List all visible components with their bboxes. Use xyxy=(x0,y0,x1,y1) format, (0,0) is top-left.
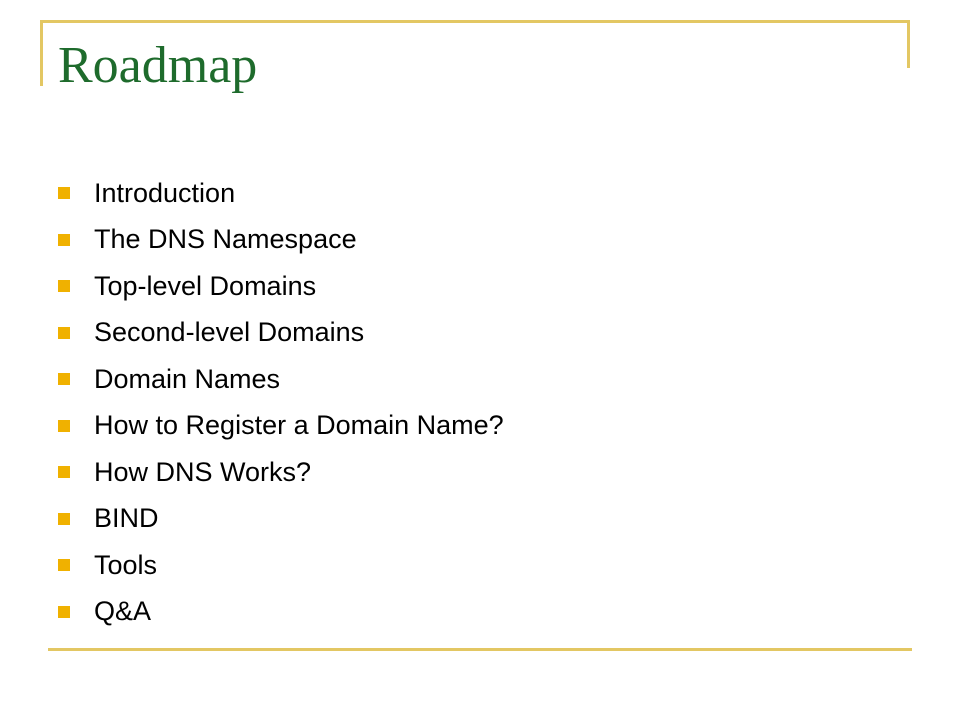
frame-line-left xyxy=(40,20,43,86)
bullet-item-domain-names: Domain Names xyxy=(58,356,504,403)
square-bullet-icon xyxy=(58,233,70,246)
square-bullet-icon xyxy=(58,559,70,572)
bullet-text: Second-level Domains xyxy=(94,317,365,348)
bullet-text: How DNS Works? xyxy=(94,456,312,487)
square-bullet-icon xyxy=(58,326,70,339)
bullet-text: How to Register a Domain Name? xyxy=(94,410,504,441)
bullet-text: Tools xyxy=(94,549,158,580)
bullet-item-dns-namespace: The DNS Namespace xyxy=(58,217,504,264)
bullet-item-bind: BIND xyxy=(58,496,504,543)
bullet-item-how-dns-works: How DNS Works? xyxy=(58,449,504,496)
bullet-text: The DNS Namespace xyxy=(94,224,357,255)
bullet-text: Q&A xyxy=(94,596,152,627)
square-bullet-icon xyxy=(58,373,70,386)
bullet-text: Introduction xyxy=(94,177,236,208)
bullet-text: BIND xyxy=(94,503,159,534)
square-bullet-icon xyxy=(58,280,70,293)
bullet-item-tools: Tools xyxy=(58,542,504,589)
bullet-item-qa: Q&A xyxy=(58,589,504,636)
square-bullet-icon xyxy=(58,512,70,525)
bullet-item-top-level-domains: Top-level Domains xyxy=(58,263,504,310)
bullet-item-register-domain: How to Register a Domain Name? xyxy=(58,403,504,450)
frame-line-top xyxy=(40,20,910,23)
frame-line-right xyxy=(907,20,910,68)
square-bullet-icon xyxy=(58,187,70,200)
bullet-item-introduction: Introduction xyxy=(58,170,504,217)
square-bullet-icon xyxy=(58,466,70,479)
square-bullet-icon xyxy=(58,419,70,432)
bullet-text: Top-level Domains xyxy=(94,270,317,301)
bullet-item-second-level-domains: Second-level Domains xyxy=(58,310,504,357)
bullet-list: Introduction The DNS Namespace Top-level… xyxy=(58,170,504,635)
frame-line-bottom xyxy=(48,648,912,651)
square-bullet-icon xyxy=(58,605,70,618)
bullet-text: Domain Names xyxy=(94,363,281,394)
slide-title: Roadmap xyxy=(58,37,258,94)
